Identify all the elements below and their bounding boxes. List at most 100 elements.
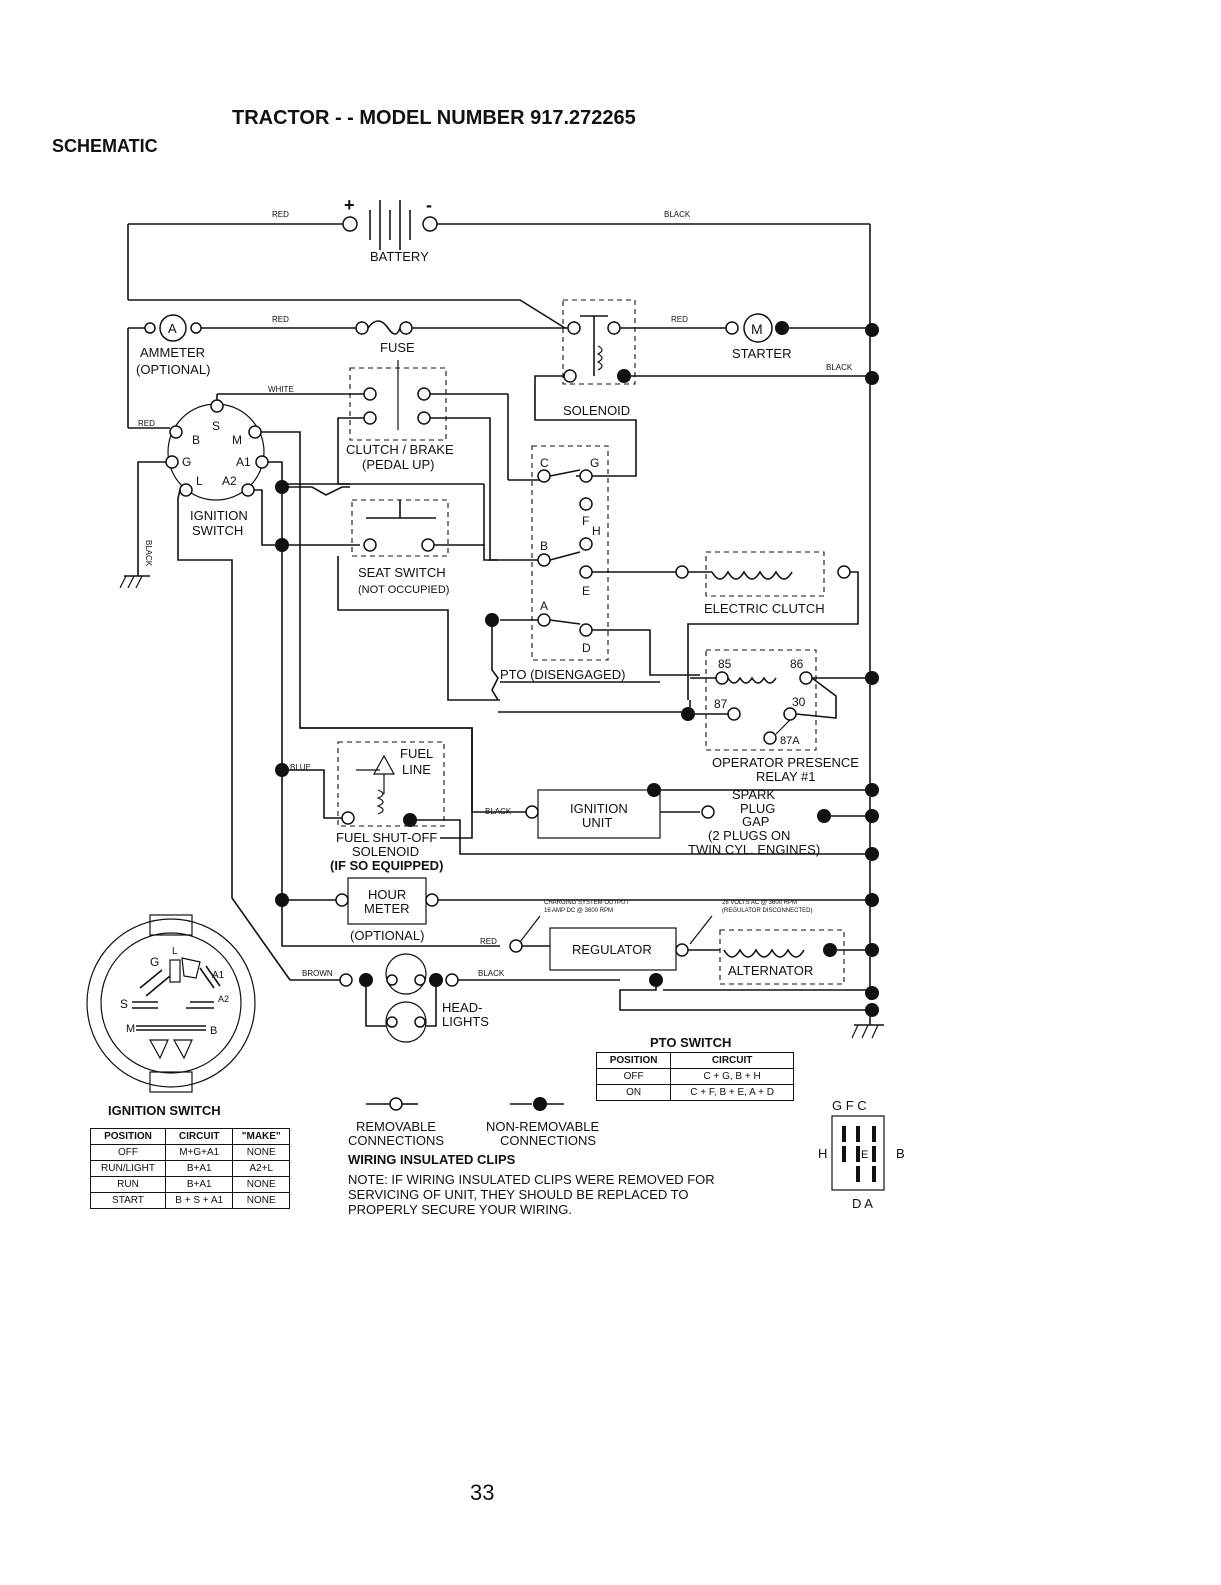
starter-red-wire: RED <box>671 315 688 324</box>
table-cell: NONE <box>232 1176 290 1193</box>
battery-plus: + <box>344 195 355 215</box>
ign-table-header: "MAKE" <box>232 1128 290 1145</box>
ammeter-red-wire: RED <box>272 315 289 324</box>
ammeter <box>128 314 356 342</box>
connector-label-b: B <box>896 1146 905 1161</box>
pto-table-header: CIRCUIT <box>670 1052 794 1069</box>
table-row: START B + S + A1 NONE <box>90 1192 290 1209</box>
seat-switch-label-1: SEAT SWITCH <box>358 565 446 580</box>
section-title: SCHEMATIC <box>52 136 158 156</box>
relay-terminal-86: 86 <box>790 657 804 671</box>
ign-terminal-g: G <box>182 455 191 469</box>
ignition-red-wire: RED <box>138 419 155 428</box>
legend-note-3: PROPERLY SECURE YOUR WIRING. <box>348 1202 572 1217</box>
starter <box>725 313 879 385</box>
headlights <box>290 953 620 1043</box>
solenoid-label: SOLENOID <box>563 403 630 418</box>
seat-switch <box>338 483 540 561</box>
clutch-brake-label-2: (PEDAL UP) <box>362 457 434 472</box>
table-row: RUN/LIGHT B+A1 A2+L <box>90 1160 290 1177</box>
ground-black-wire: BLACK <box>144 540 153 567</box>
table-row: RUN B+A1 NONE <box>90 1176 290 1193</box>
pto-terminal-d: D <box>582 641 591 655</box>
fuel-solenoid-label-1: FUEL SHUT-OFF <box>336 830 437 845</box>
table-row: ON C + F, B + E, A + D <box>595 1084 794 1101</box>
ground-symbol-left <box>119 461 166 589</box>
ign-terminal-m: M <box>232 433 242 447</box>
starter-symbol: M <box>751 321 763 337</box>
alternator-label: ALTERNATOR <box>728 963 813 978</box>
fuse <box>355 320 568 335</box>
pto-label: PTO (DISENGAGED) <box>500 667 625 682</box>
connector-top-labels: G F C <box>832 1098 867 1113</box>
ign-terminal-l: L <box>196 474 203 488</box>
face-label-b: B <box>210 1025 217 1037</box>
spark-plug <box>701 805 879 823</box>
ignition-switch <box>165 393 368 501</box>
clutch-brake-switch <box>337 360 548 561</box>
spark-label-2: PLUG <box>740 801 775 816</box>
table-cell: B+A1 <box>164 1160 234 1177</box>
pto-terminal-c: C <box>540 456 549 470</box>
legend-note-1: NOTE: IF WIRING INSULATED CLIPS WERE REM… <box>348 1172 715 1187</box>
fuel-line-label-1: FUEL <box>400 746 433 761</box>
table-cell: OFF <box>90 1144 166 1161</box>
headlight-black-wire: BLACK <box>478 969 505 978</box>
table-cell: NONE <box>232 1144 290 1161</box>
seat-switch-label-2: (NOT OCCUPIED) <box>358 584 449 596</box>
table-cell: B + S + A1 <box>164 1192 234 1209</box>
hour-meter-label-1: HOUR <box>368 887 406 902</box>
legend-removable-1: REMOVABLE <box>356 1119 436 1134</box>
hour-meter-label-3: (OPTIONAL) <box>350 928 424 943</box>
legend-nonremovable-symbol <box>510 1097 564 1111</box>
relay-terminal-87a: 87A <box>780 735 800 747</box>
ignition-switch-face <box>86 914 256 1093</box>
charging-output-1: CHARGING SYSTEM OUTPUT <box>544 900 629 906</box>
solenoid-black-wire: BLACK <box>826 363 853 372</box>
ignition-switch-label-2: SWITCH <box>192 523 243 538</box>
fuel-line-label-2: LINE <box>402 762 431 777</box>
ignition-unit <box>300 727 879 839</box>
ignition-white-wire: WHITE <box>268 385 294 394</box>
face-label-a2: A2 <box>218 994 229 1004</box>
ammeter-label: AMMETER <box>140 345 205 360</box>
fuel-blue-wire: BLUE <box>290 763 311 772</box>
ignition-unit-label-1: IGNITION <box>570 801 628 816</box>
battery-minus: - <box>426 195 432 215</box>
spark-label-1: SPARK <box>732 787 775 802</box>
battery-black-wire: BLACK <box>664 210 691 219</box>
connector-label-h: H <box>818 1146 827 1161</box>
legend-nonremovable-2: CONNECTIONS <box>500 1133 596 1148</box>
connector-bottom-labels: D A <box>852 1196 873 1211</box>
ign-terminal-a1: A1 <box>236 455 251 469</box>
table-cell: C + G, B + H <box>670 1068 794 1085</box>
relay-label-2: RELAY #1 <box>756 769 816 784</box>
pto-terminal-e: E <box>582 584 590 598</box>
face-label-g: G <box>150 955 159 969</box>
face-label-s: S <box>120 997 128 1011</box>
battery <box>127 200 871 1000</box>
table-row: OFF M+G+A1 NONE <box>90 1144 290 1161</box>
hour-meter-label-2: METER <box>364 901 410 916</box>
fuel-solenoid-label-2: SOLENOID <box>352 844 419 859</box>
pto-connector <box>831 1115 885 1191</box>
ign-terminal-a2: A2 <box>222 474 237 488</box>
table-cell: RUN <box>90 1176 166 1193</box>
ignition-switch-label-1: IGNITION <box>190 508 248 523</box>
ac-output-2: (REGULATOR DISCONNECTED) <box>722 908 812 914</box>
battery-label: BATTERY <box>370 249 429 264</box>
charging-output-2: 16 AMP DC @ 3600 RPM <box>544 908 613 914</box>
regulator-red-wire: RED <box>480 937 497 946</box>
regulator <box>281 900 870 1011</box>
fuel-solenoid-label-3: (IF SO EQUIPPED) <box>330 858 443 873</box>
pto-terminal-b: B <box>540 539 548 553</box>
spark-label-5: TWIN CYL. ENGINES) <box>688 842 820 857</box>
legend-removable-symbol <box>366 1097 418 1111</box>
ammeter-optional: (OPTIONAL) <box>136 362 210 377</box>
face-label-a1: A1 <box>212 970 225 981</box>
table-cell: B+A1 <box>164 1176 234 1193</box>
ign-table-header: CIRCUIT <box>164 1128 234 1145</box>
legend-note-2: SERVICING OF UNIT, THEY SHOULD BE REPLAC… <box>348 1187 689 1202</box>
pto-table-header: POSITION <box>595 1052 672 1069</box>
table-cell: START <box>90 1192 166 1209</box>
